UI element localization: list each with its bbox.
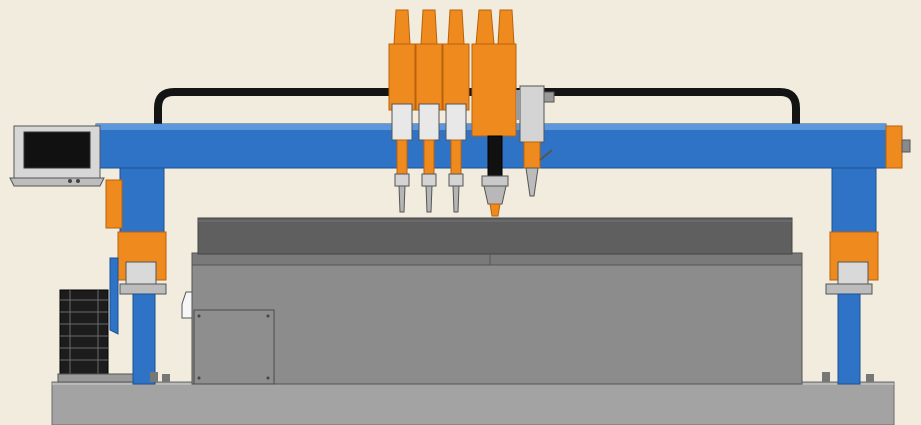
cable-chain [57, 289, 135, 383]
operator-console [9, 125, 105, 187]
marker-unit [516, 85, 555, 197]
oxy-fuel-torch [442, 9, 470, 213]
gantry-right-leg [822, 167, 879, 385]
oxy-fuel-torch [415, 9, 443, 213]
base-platform [51, 381, 895, 425]
oxy-fuel-torch [388, 9, 416, 213]
cutting-table [181, 217, 803, 385]
console-screen [23, 131, 91, 169]
access-panel [193, 309, 275, 385]
plasma-torch [471, 9, 517, 217]
gantry-left-leg [105, 167, 170, 385]
